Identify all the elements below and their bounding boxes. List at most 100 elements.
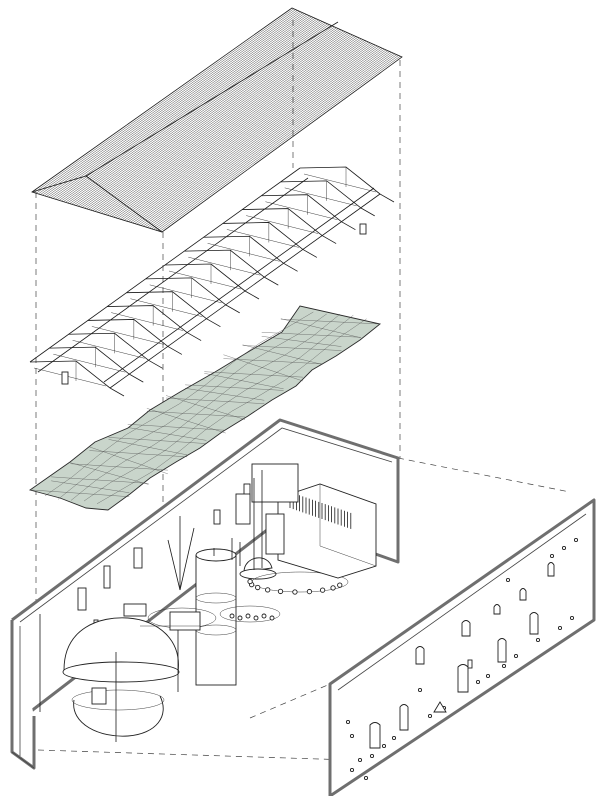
roof-batten (140, 48, 385, 226)
interior-objects (39, 463, 377, 742)
roof-batten (65, 20, 321, 203)
roof-batten (88, 29, 341, 210)
wall-vent-hole (549, 553, 555, 559)
truss-tie (53, 353, 126, 373)
mesh-edge (261, 336, 342, 347)
roof-batten (59, 18, 316, 201)
roof-batten (107, 36, 357, 216)
truss-end (244, 290, 260, 300)
truss-tie (303, 173, 377, 193)
truss-tie (72, 340, 145, 359)
wall-window (77, 587, 87, 611)
building-shell (10, 418, 571, 770)
truss-end (379, 193, 395, 203)
truss-end (360, 207, 375, 217)
wall-slot (467, 659, 473, 669)
wall-vent-hole (501, 663, 507, 669)
roof-batten (44, 12, 303, 197)
roof-batten (77, 25, 332, 207)
roof-batten (57, 17, 314, 200)
roof-batten (151, 52, 394, 229)
wall-door-opening (497, 638, 507, 663)
wall-vent-hole (535, 637, 541, 643)
wall-window (213, 509, 221, 525)
truss-support (359, 223, 367, 235)
roof-batten (128, 44, 374, 222)
truss-end (302, 249, 318, 258)
roof-batten (155, 54, 397, 231)
roof-batten (132, 45, 378, 224)
wall-door-opening (493, 604, 501, 615)
roof-batten (145, 50, 388, 228)
stool (255, 584, 261, 591)
roof-batten (105, 35, 355, 215)
stool (247, 578, 253, 585)
mesh-diagonal (223, 358, 323, 365)
truss-tie (33, 367, 107, 387)
truss-end (148, 359, 163, 369)
roof-batten (149, 52, 392, 229)
wall-door-opening (547, 562, 555, 577)
roof-batten (61, 18, 317, 202)
roof-batten (92, 30, 344, 211)
roof-batten (46, 13, 305, 197)
wall-door-opening (457, 664, 469, 693)
roof-batten (117, 40, 365, 219)
mesh-edge (242, 344, 323, 365)
roof-batten (138, 48, 383, 226)
mesh-diagonal (280, 318, 381, 325)
wall-vent-hole (349, 767, 355, 773)
roof-ridge (85, 21, 339, 177)
truss-end (341, 221, 356, 231)
wall-door-opening (399, 704, 409, 731)
stool (269, 615, 275, 621)
mesh-diagonal (165, 397, 265, 404)
roof-batten (159, 56, 401, 232)
roof-batten (147, 51, 390, 228)
mesh-edge (280, 318, 361, 338)
roof-batten (86, 28, 339, 209)
wall-vent-hole (475, 679, 481, 685)
truss-end (321, 235, 337, 244)
roof-batten (130, 44, 376, 223)
mesh-edge (51, 480, 130, 493)
truss-tie (226, 229, 299, 248)
wall-vent-hole (357, 757, 363, 763)
stool (337, 582, 343, 588)
roof-batten (101, 33, 351, 214)
wall-vent-hole (557, 625, 563, 631)
stool (265, 587, 271, 593)
roof-batten (50, 14, 309, 198)
mesh-diagonal (242, 345, 342, 351)
mesh-edge (165, 395, 246, 420)
wall-vent-hole (391, 735, 397, 741)
mesh-edge (57, 313, 327, 500)
roof-batten (103, 34, 353, 215)
roof-batten (126, 43, 372, 222)
roof-batten (52, 15, 310, 199)
mesh-diagonal (127, 424, 226, 431)
roof-batten (113, 38, 362, 218)
roof-batten (119, 41, 367, 220)
mesh-diagonal (108, 437, 207, 444)
roof-batten (109, 37, 358, 217)
roof-batten (84, 27, 337, 209)
truss-tie (91, 326, 164, 345)
truss-tie (149, 284, 222, 304)
wall-vent-hole (381, 743, 387, 749)
mesh-diagonal (51, 476, 149, 484)
stool (330, 585, 336, 591)
truss-tie (207, 243, 280, 262)
mesh-diagonal (89, 450, 188, 458)
truss-tie (130, 298, 203, 317)
wall-vent-hole (569, 615, 575, 621)
truss-tie (265, 201, 338, 220)
stool (319, 587, 326, 593)
roof-batten (115, 39, 364, 218)
roof-batten (40, 10, 300, 195)
mesh-diagonal (70, 463, 168, 471)
truss-tie (284, 187, 357, 207)
mesh-diagonal (146, 410, 246, 418)
mesh-diagonal (185, 384, 284, 391)
